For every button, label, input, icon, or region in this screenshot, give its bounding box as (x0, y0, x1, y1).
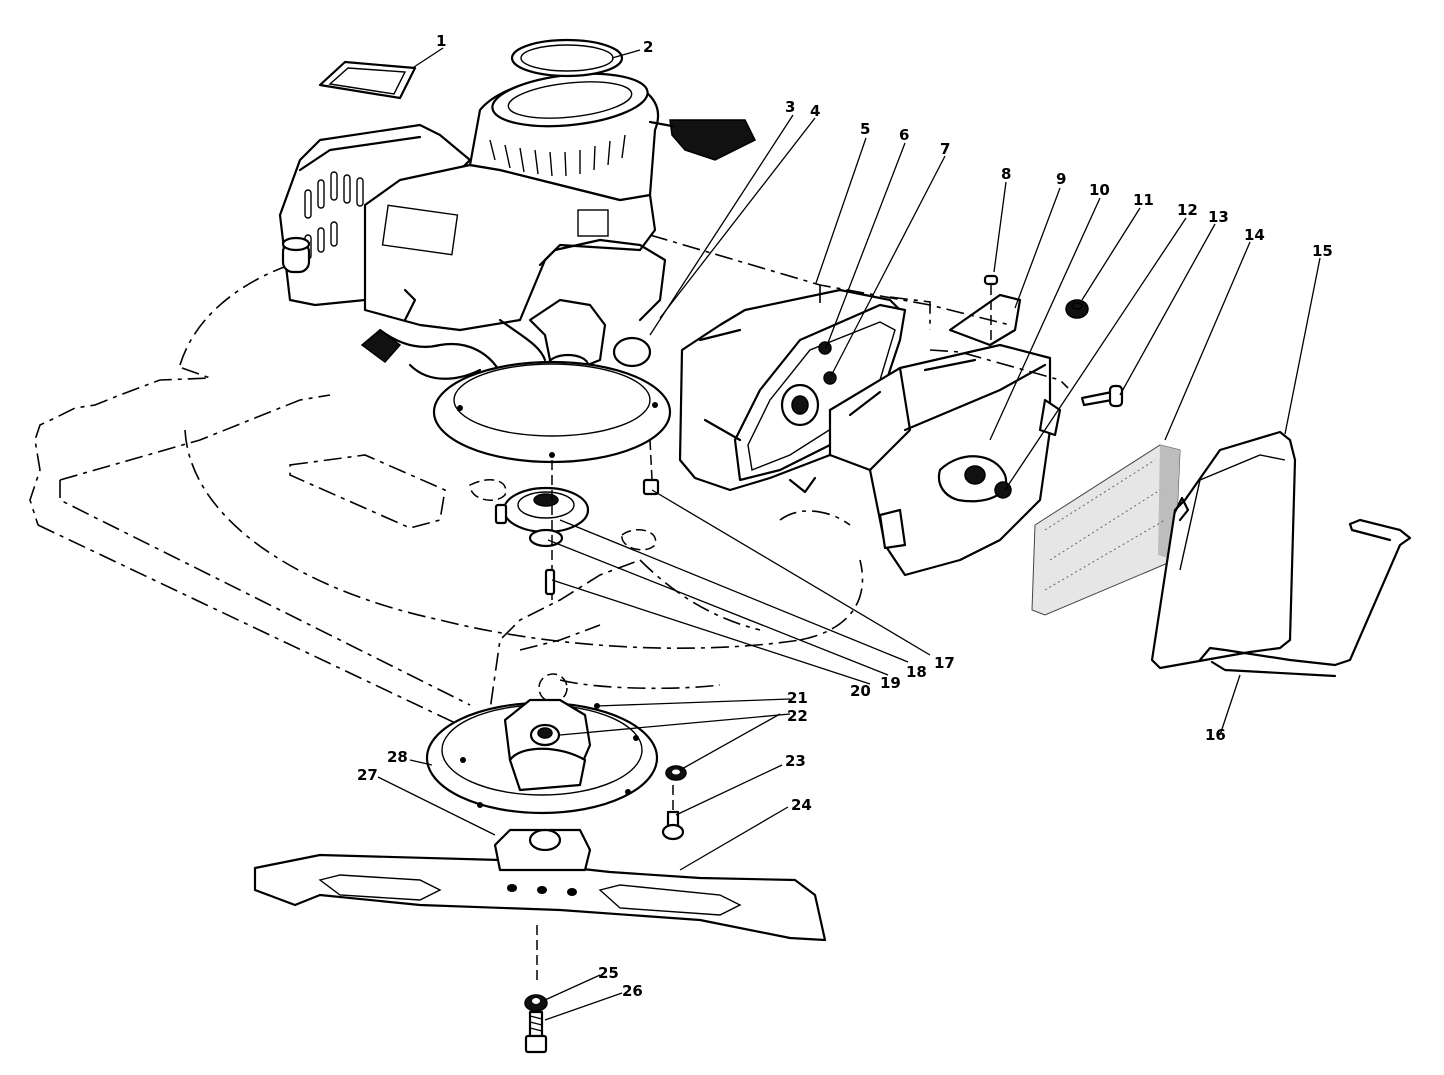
callout-7: 7 (940, 140, 950, 158)
fastener-11 (1065, 299, 1089, 319)
starter-handle (648, 119, 757, 161)
air-duct-housing (649, 234, 1069, 577)
callout-26: 26 (622, 982, 643, 1000)
bolt-23 (661, 785, 685, 841)
callout-6: 6 (899, 126, 909, 144)
washer-25 (524, 994, 548, 1012)
callout-2: 2 (643, 38, 653, 56)
callout-19: 19 (880, 674, 901, 692)
callout-8: 8 (1001, 165, 1011, 183)
recoil-starter (468, 72, 660, 202)
pulley-assembly (494, 439, 660, 600)
screw-13 (1080, 384, 1124, 408)
decal-1 (318, 60, 417, 100)
fastener-8 (983, 274, 999, 345)
callout-3: 3 (785, 98, 795, 116)
bolt-20-key (494, 503, 556, 596)
blade-adapter-plate (425, 698, 659, 815)
handle-bail (1198, 518, 1412, 678)
callout-1: 1 (436, 32, 446, 50)
callout-10: 10 (1089, 181, 1110, 199)
leader-lines (377, 47, 1321, 1021)
engine-assembly (278, 72, 757, 464)
callout-14: 14 (1244, 226, 1265, 244)
callout-21: 21 (787, 689, 808, 707)
mower-blade (253, 828, 827, 985)
bolt-17 (642, 478, 660, 496)
mower-deck (29, 261, 864, 760)
air-filter-element (1031, 444, 1181, 616)
callout-5: 5 (860, 120, 870, 138)
blade-bolt-26 (524, 1010, 548, 1054)
callout-23: 23 (785, 752, 806, 770)
callout-24: 24 (791, 796, 812, 814)
callout-18: 18 (906, 663, 927, 681)
callout-27: 27 (357, 766, 378, 784)
callout-11: 11 (1133, 191, 1154, 209)
callout-20: 20 (850, 682, 871, 700)
callout-22: 22 (787, 707, 808, 725)
callout-12: 12 (1177, 201, 1198, 219)
callout-16: 16 (1205, 726, 1226, 744)
callout-28: 28 (387, 748, 408, 766)
callout-9: 9 (1056, 170, 1066, 188)
o-ring-2 (510, 38, 624, 78)
callout-13: 13 (1208, 208, 1229, 226)
fuel-cap (281, 236, 311, 274)
callout-labels: 1 2 3 4 5 6 7 8 9 10 11 12 13 14 15 16 1… (357, 32, 1333, 1000)
callout-25: 25 (598, 964, 619, 982)
callout-4: 4 (810, 102, 820, 120)
callout-15: 15 (1312, 242, 1333, 260)
air-cleaner-cover (1150, 430, 1297, 670)
callout-17: 17 (934, 654, 955, 672)
